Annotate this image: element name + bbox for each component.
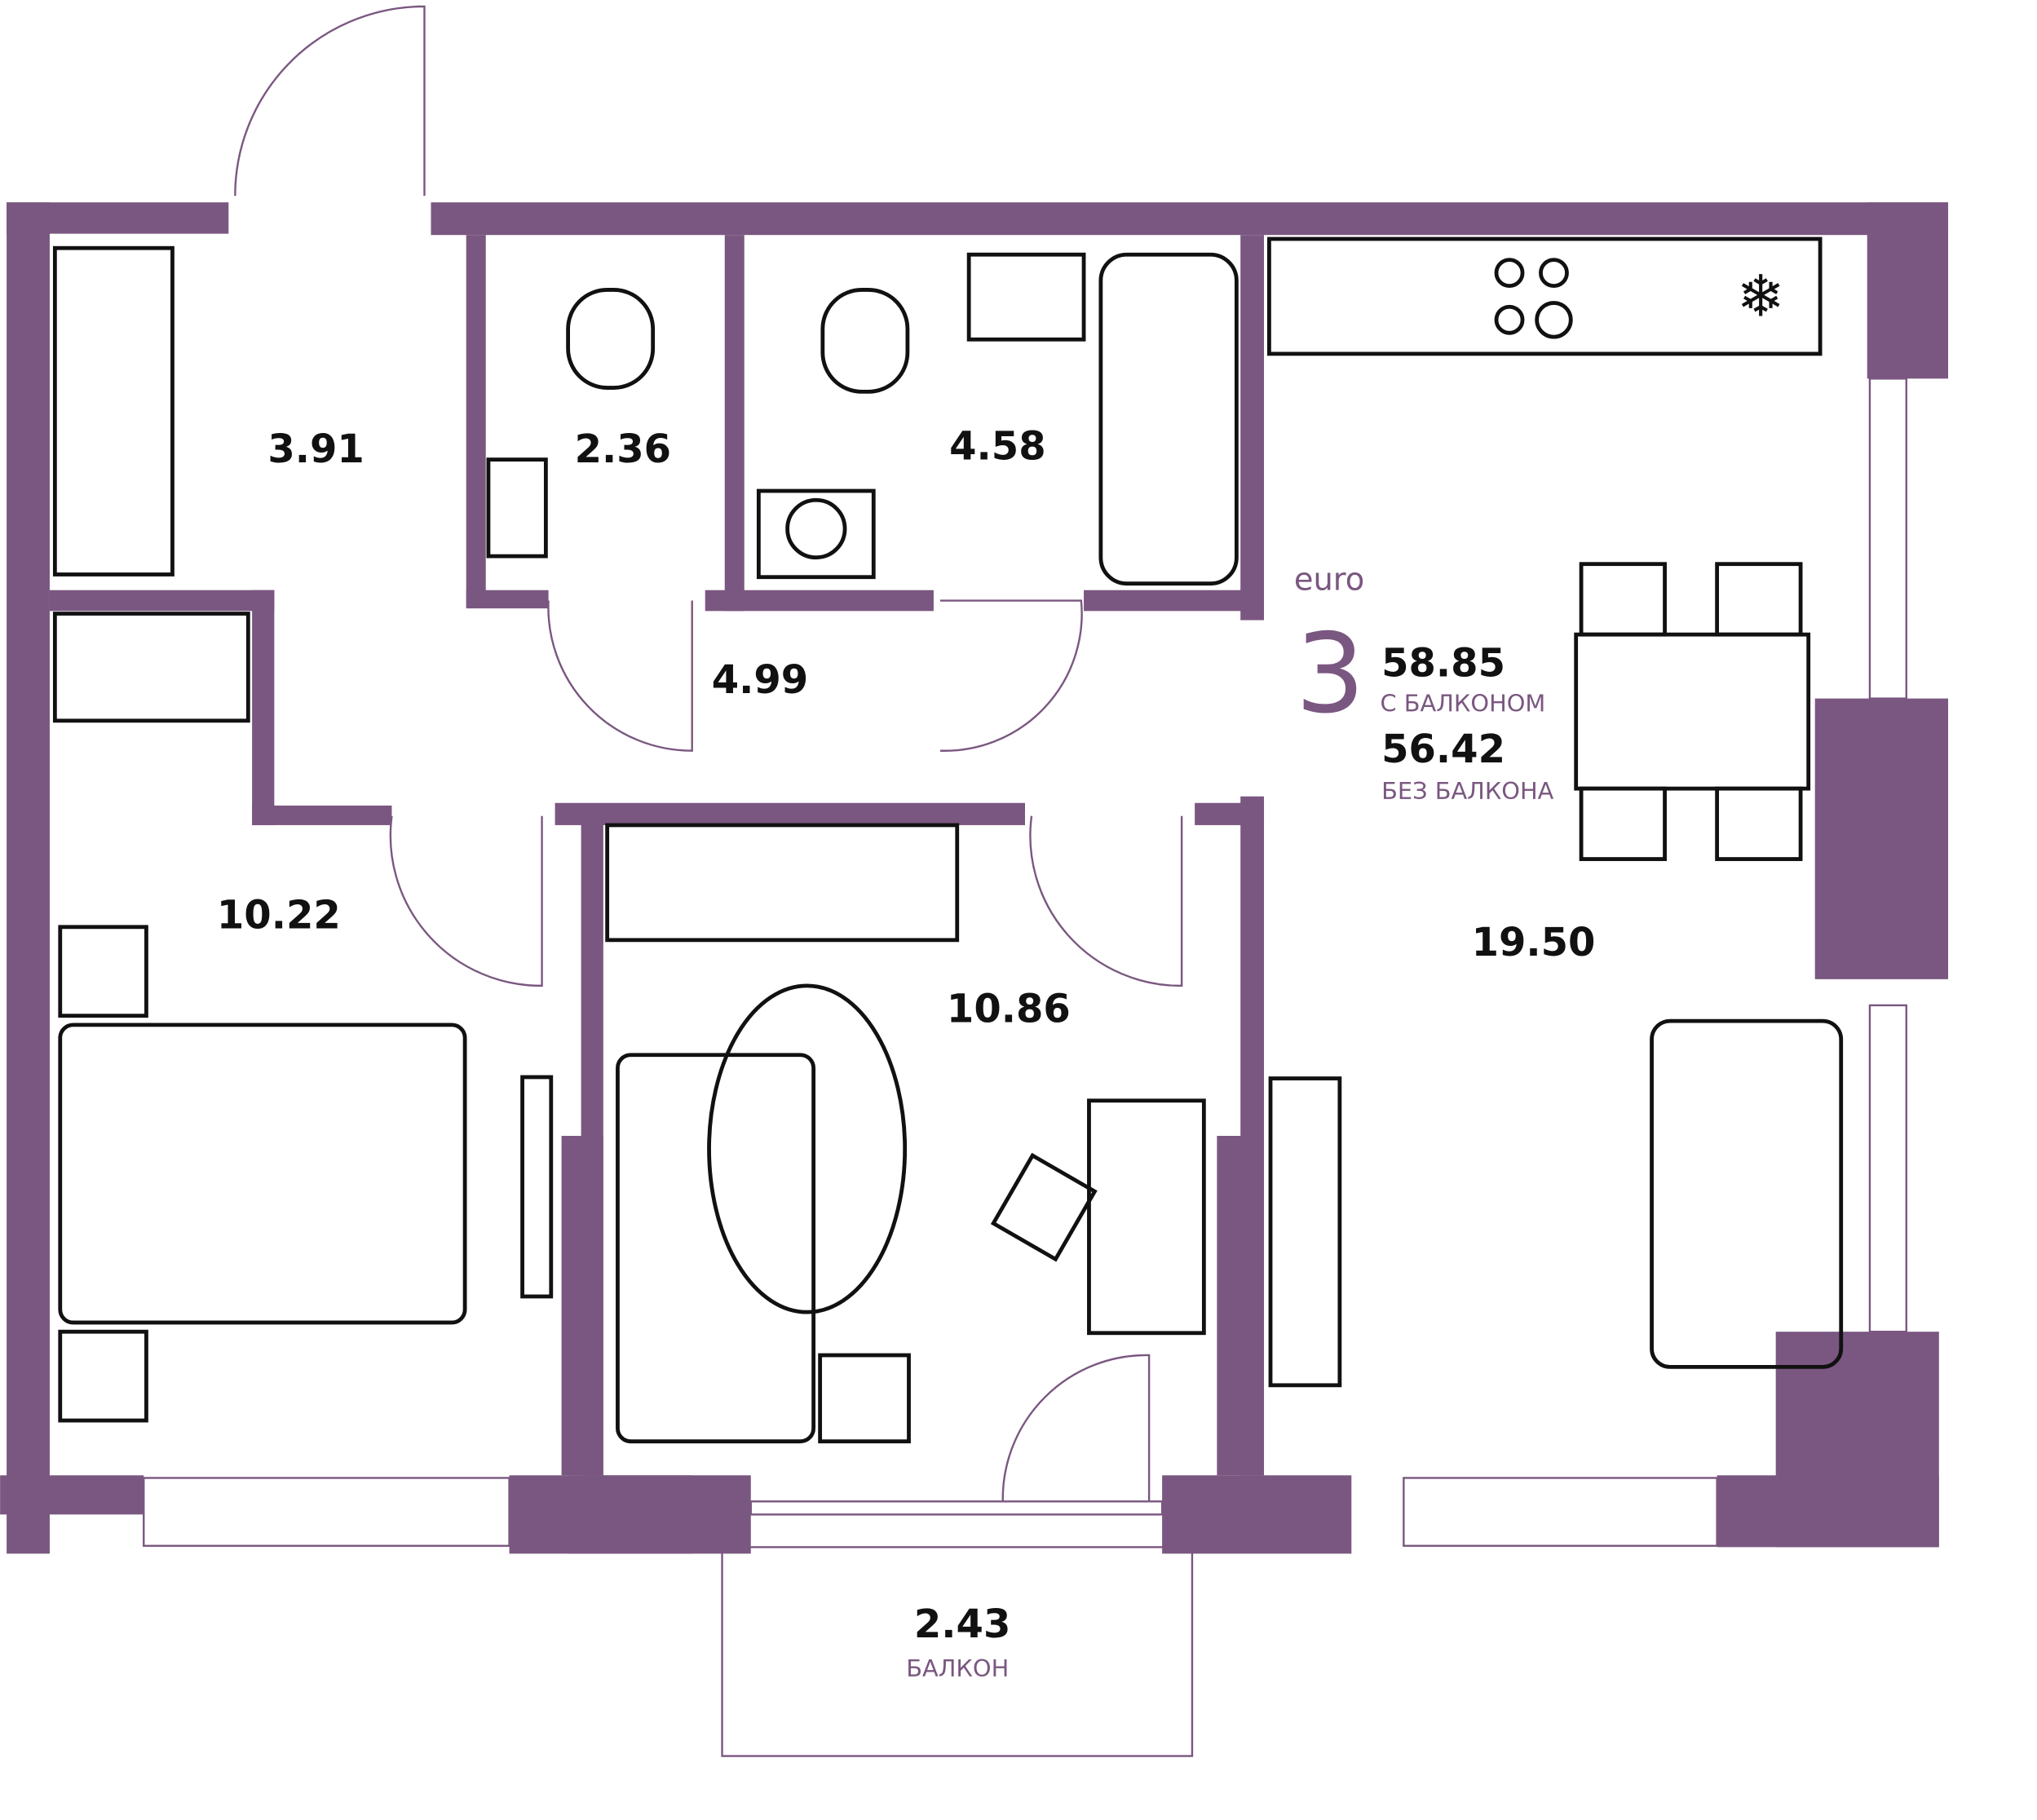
with-balcony-label: С БАЛКОНОМ	[1381, 690, 1546, 718]
washing-machine	[756, 488, 876, 580]
area-entry: 3.91	[267, 426, 364, 472]
without-balcony-label: БЕЗ БАЛКОНА	[1381, 777, 1554, 805]
bed	[616, 1053, 816, 1444]
total-area-with-balcony: 58.85	[1381, 640, 1505, 686]
area-bedroom-2: 10.86	[947, 987, 1071, 1032]
stove-icon	[1494, 258, 1573, 339]
apartment-summary: euro 3 58.85 С БАЛКОНОМ 56.42 БЕЗ БАЛКОН…	[1294, 562, 1554, 805]
desk	[1087, 1098, 1206, 1336]
walls	[0, 202, 1949, 1554]
chair	[990, 1152, 1098, 1262]
nightstand	[58, 1329, 148, 1423]
dining-table	[1574, 632, 1811, 791]
sink	[486, 457, 548, 559]
rug	[707, 983, 908, 1314]
balcony-outline	[721, 1546, 1194, 1757]
tv	[1268, 1076, 1342, 1388]
snowflake-icon: ❄	[1737, 263, 1785, 328]
kitchen-counter	[1267, 236, 1823, 356]
area-wc: 2.36	[575, 426, 671, 472]
nightstand	[818, 1353, 911, 1444]
bathtub	[1098, 252, 1239, 586]
total-area-without-balcony: 56.42	[1381, 727, 1505, 772]
area-balcony: 2.43	[914, 1601, 1010, 1647]
area-hall: 4.99	[712, 657, 808, 703]
toilet	[820, 288, 910, 394]
bed	[58, 1023, 467, 1325]
tv	[520, 1075, 554, 1299]
balcony-label: БАЛКОН	[906, 1654, 1009, 1682]
windows	[143, 378, 1907, 1757]
toilet	[566, 288, 656, 390]
nightstand	[58, 925, 148, 1018]
area-labels: 3.91 2.36 4.58 4.99 10.22 10.86 19.50 2.…	[217, 424, 1596, 1682]
apartment-type: euro	[1294, 562, 1364, 599]
furniture: ❄	[52, 236, 1844, 1444]
wardrobe	[52, 245, 175, 576]
wardrobe	[52, 612, 250, 723]
area-bedroom-1: 10.22	[217, 892, 341, 938]
wardrobe	[605, 823, 960, 943]
area-kitchen-living: 19.50	[1472, 920, 1596, 965]
sofa	[1650, 1018, 1844, 1369]
area-bathroom: 4.58	[949, 424, 1045, 470]
doors	[234, 5, 1183, 1502]
room-count: 3	[1295, 610, 1365, 738]
sink	[966, 252, 1086, 342]
